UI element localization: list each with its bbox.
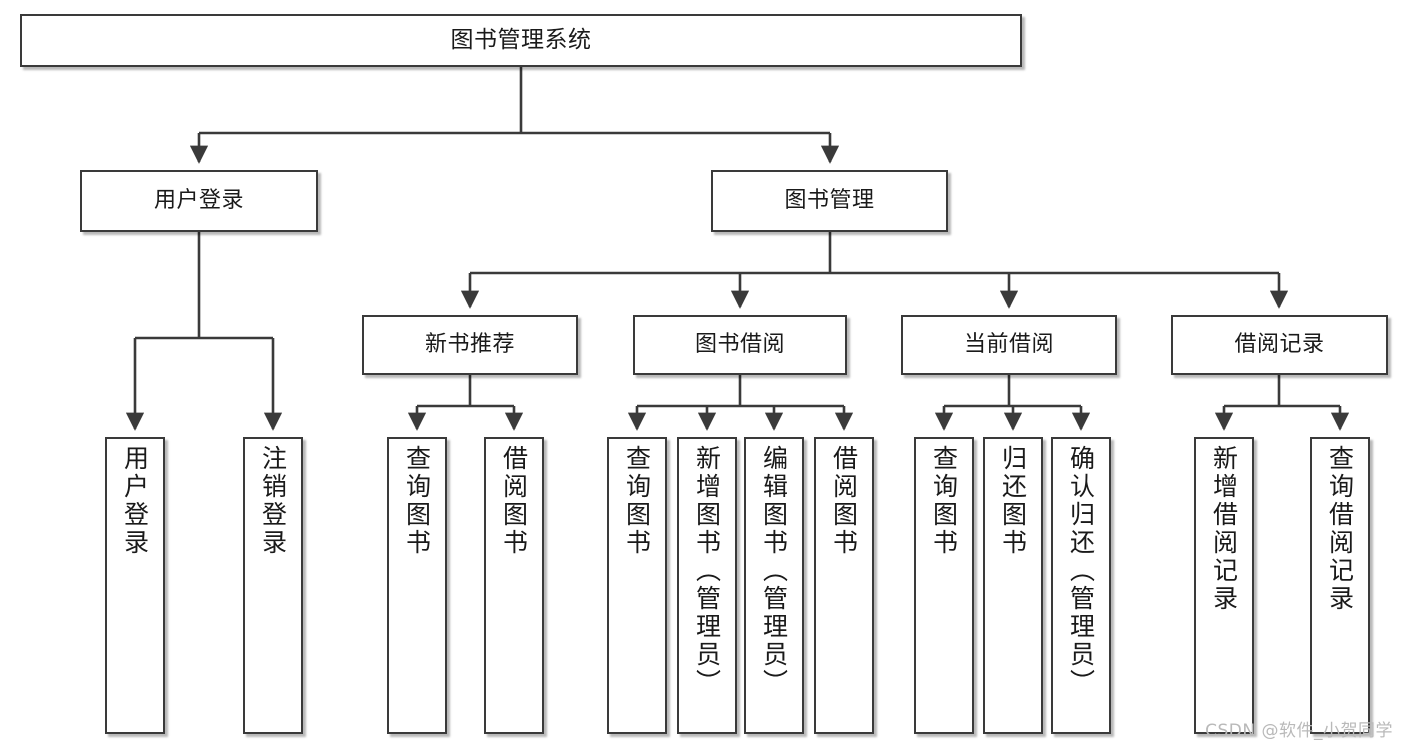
node-book-borrow-label: 图书借阅 xyxy=(694,331,785,357)
node-current-borrow[interactable]: 当前借阅 xyxy=(901,315,1117,375)
node-root[interactable]: 图书管理系统 xyxy=(20,14,1022,67)
node-leaf-query-record-label: 查询借阅记录 xyxy=(1325,445,1355,613)
node-new-book-rec-label: 新书推荐 xyxy=(424,331,515,357)
node-leaf-borrow-book-2[interactable]: 借阅图书 xyxy=(814,437,874,734)
node-leaf-query-book-2[interactable]: 查询图书 xyxy=(607,437,667,734)
node-leaf-query-book-1[interactable]: 查询图书 xyxy=(387,437,447,734)
node-leaf-add-record[interactable]: 新增借阅记录 xyxy=(1194,437,1254,734)
node-leaf-edit-book[interactable]: 编辑图书（管理员） xyxy=(744,437,804,734)
node-leaf-confirm-return-label: 确认归还（管理员） xyxy=(1066,445,1096,697)
node-current-borrow-label: 当前借阅 xyxy=(963,331,1054,357)
watermark: CSDN @软件_小贺同学 xyxy=(1205,721,1393,741)
node-leaf-return-book[interactable]: 归还图书 xyxy=(983,437,1043,734)
node-book-borrow[interactable]: 图书借阅 xyxy=(633,315,847,375)
node-leaf-user-login[interactable]: 用户登录 xyxy=(105,437,165,734)
node-book-manage-label: 图书管理 xyxy=(784,187,875,213)
node-leaf-query-book-3[interactable]: 查询图书 xyxy=(914,437,974,734)
node-leaf-query-record[interactable]: 查询借阅记录 xyxy=(1310,437,1370,734)
node-leaf-borrow-book-1[interactable]: 借阅图书 xyxy=(484,437,544,734)
node-leaf-confirm-return[interactable]: 确认归还（管理员） xyxy=(1051,437,1111,734)
node-leaf-return-book-label: 归还图书 xyxy=(998,445,1028,557)
node-user-login[interactable]: 用户登录 xyxy=(80,170,318,232)
node-leaf-user-login-label: 用户登录 xyxy=(120,445,150,557)
node-leaf-add-book-label: 新增图书（管理员） xyxy=(692,445,722,697)
node-borrow-record-label: 借阅记录 xyxy=(1234,331,1325,357)
node-leaf-edit-book-label: 编辑图书（管理员） xyxy=(759,445,789,697)
node-root-label: 图书管理系统 xyxy=(450,26,592,53)
node-leaf-add-record-label: 新增借阅记录 xyxy=(1209,445,1239,613)
node-user-login-label: 用户登录 xyxy=(153,187,244,213)
node-leaf-query-book-2-label: 查询图书 xyxy=(622,445,652,557)
node-new-book-rec[interactable]: 新书推荐 xyxy=(362,315,578,375)
node-leaf-logout-label: 注销登录 xyxy=(258,445,288,557)
node-leaf-logout[interactable]: 注销登录 xyxy=(243,437,303,734)
node-book-manage[interactable]: 图书管理 xyxy=(711,170,948,232)
node-leaf-borrow-book-2-label: 借阅图书 xyxy=(829,445,859,557)
node-leaf-query-book-1-label: 查询图书 xyxy=(402,445,432,557)
node-leaf-add-book[interactable]: 新增图书（管理员） xyxy=(677,437,737,734)
node-leaf-borrow-book-1-label: 借阅图书 xyxy=(499,445,529,557)
node-borrow-record[interactable]: 借阅记录 xyxy=(1171,315,1388,375)
node-leaf-query-book-3-label: 查询图书 xyxy=(929,445,959,557)
